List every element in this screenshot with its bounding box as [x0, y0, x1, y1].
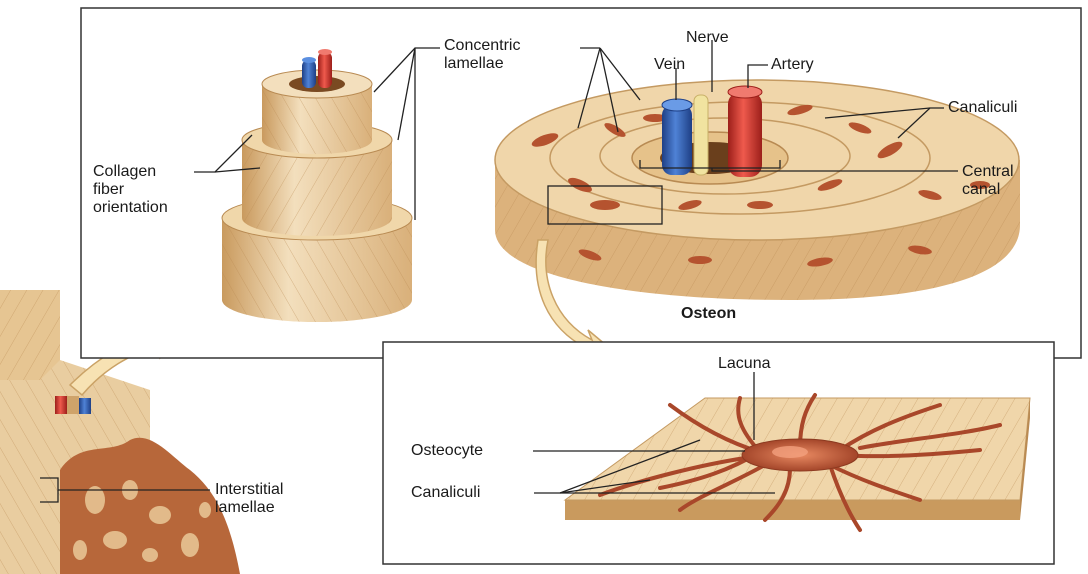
- label-lacuna: Lacuna: [718, 355, 771, 373]
- label-collagen-fiber-orientation: Collagen fiber orientation: [93, 163, 168, 217]
- label-osteocyte: Osteocyte: [411, 442, 483, 460]
- label-nerve: Nerve: [686, 29, 729, 47]
- label-central-canal: Central canal: [962, 163, 1014, 199]
- label-vein: Vein: [654, 56, 685, 74]
- label-concentric-lamellae: Concentric lamellae: [444, 37, 520, 73]
- label-osteon: Osteon: [681, 305, 736, 323]
- osteon-disk: [495, 80, 1020, 300]
- label-canaliculi-top: Canaliculi: [948, 99, 1017, 117]
- label-artery: Artery: [771, 56, 814, 74]
- label-canaliculi-bottom: Canaliculi: [411, 484, 480, 502]
- label-interstitial-lamellae: Interstitial lamellae: [215, 481, 283, 517]
